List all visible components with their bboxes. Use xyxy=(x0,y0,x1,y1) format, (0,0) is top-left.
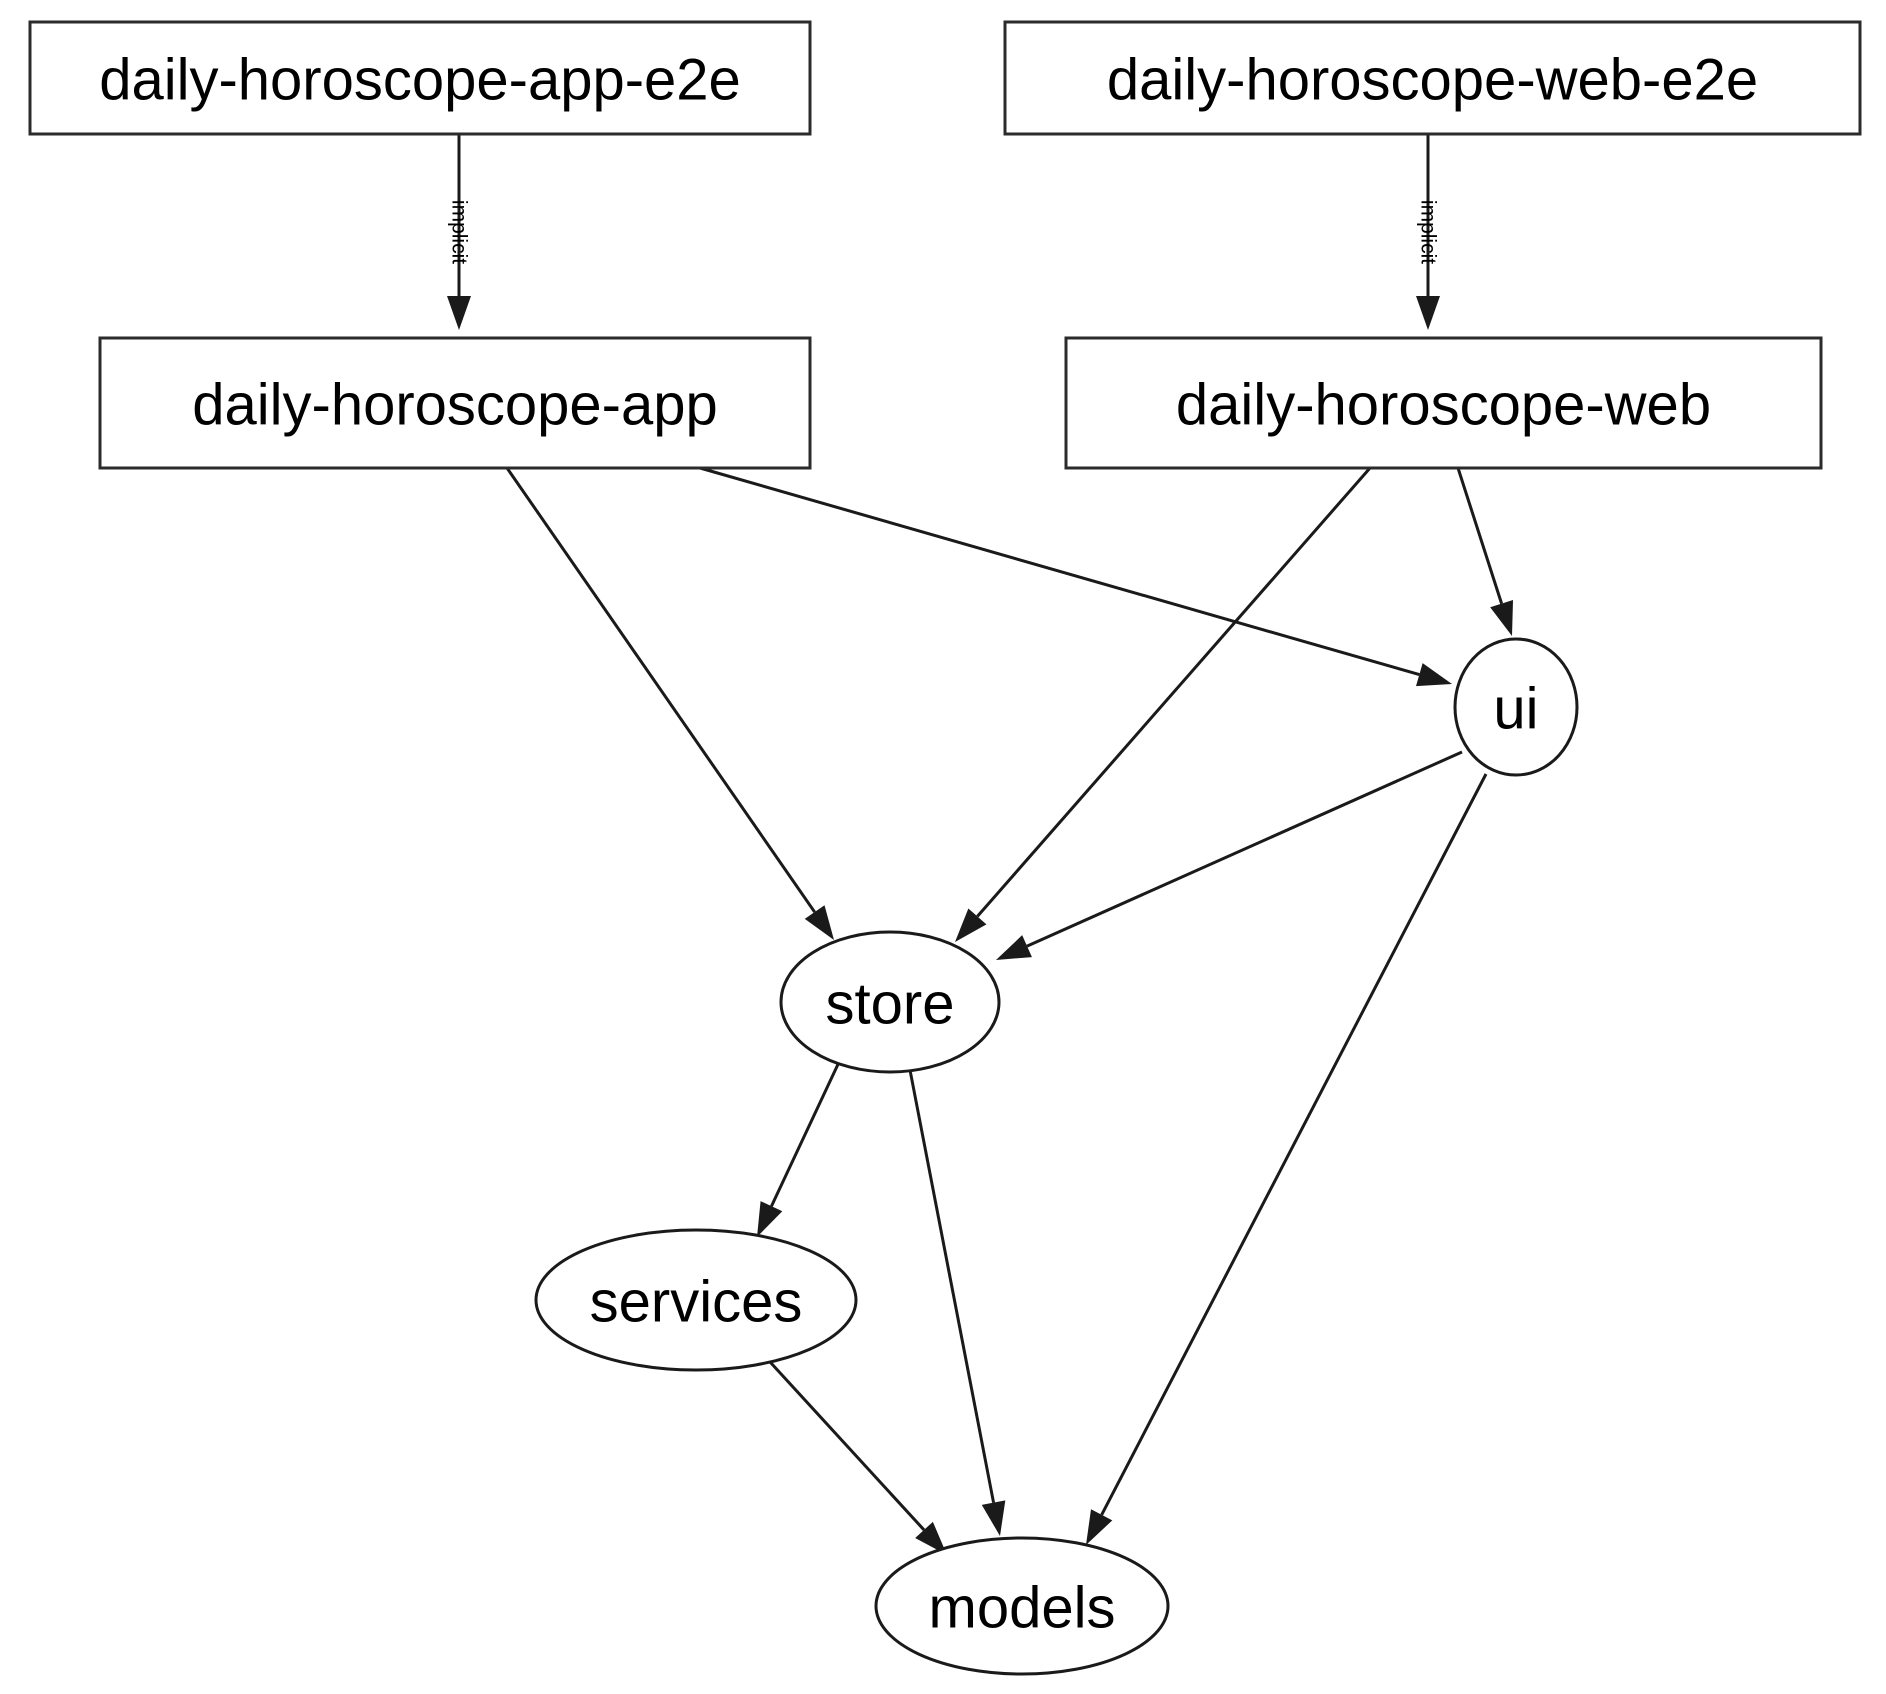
node-box-shape[interactable] xyxy=(28,20,812,136)
edge-arrowhead-icon xyxy=(1416,663,1452,687)
node-label: models xyxy=(929,1576,1116,1641)
node-label: daily-horoscope-web xyxy=(1176,373,1711,438)
graph-edge: implicit xyxy=(447,134,471,330)
node-ellipse-shape[interactable] xyxy=(1453,637,1579,777)
graph-edge xyxy=(699,466,1452,687)
graph-node-daily-horoscope-app[interactable]: daily-horoscope-app xyxy=(98,336,812,470)
node-label: ui xyxy=(1493,677,1538,742)
graph-node-daily-horoscope-app-e2e[interactable]: daily-horoscope-app-e2e xyxy=(28,20,812,136)
edge-label: implicit xyxy=(448,200,471,264)
edge-arrowhead-icon xyxy=(1086,1509,1113,1545)
graph-edge xyxy=(758,1349,947,1555)
edge-line xyxy=(976,467,1372,918)
graph-node-services[interactable]: services xyxy=(534,1228,858,1372)
node-label: store xyxy=(826,972,955,1037)
graph-node-ui[interactable]: ui xyxy=(1453,637,1579,777)
node-ellipse-shape[interactable] xyxy=(874,1536,1170,1676)
graph-edge xyxy=(908,1069,1006,1536)
edge-line xyxy=(505,467,816,913)
node-label: daily-horoscope-app xyxy=(192,373,718,438)
node-ellipse-shape[interactable] xyxy=(534,1228,858,1372)
edge-label: implicit xyxy=(1417,200,1440,264)
edge-arrowhead-icon xyxy=(1416,296,1440,330)
edge-arrowhead-icon xyxy=(955,908,987,942)
edge-arrowhead-icon xyxy=(447,296,471,330)
graph-edge xyxy=(505,467,834,940)
node-label: daily-horoscope-web-e2e xyxy=(1107,48,1758,113)
edge-arrowhead-icon xyxy=(1490,599,1514,636)
node-box-shape[interactable] xyxy=(1003,20,1862,136)
edge-line xyxy=(699,466,1420,677)
edge-line xyxy=(758,1349,926,1531)
node-label: daily-horoscope-app-e2e xyxy=(99,48,741,113)
node-box-shape[interactable] xyxy=(98,336,812,470)
graph-node-daily-horoscope-web[interactable]: daily-horoscope-web xyxy=(1064,336,1823,470)
edge-arrowhead-icon xyxy=(757,1201,783,1237)
edge-line xyxy=(1100,773,1488,1516)
edges-layer: implicit implicit xyxy=(447,134,1514,1555)
edge-arrowhead-icon xyxy=(996,935,1032,960)
graph-edge xyxy=(1456,467,1514,636)
nodes-layer: daily-horoscope-app-e2e daily-horoscope-w… xyxy=(28,20,1862,1676)
graph-edge xyxy=(1086,773,1488,1545)
graph-node-daily-horoscope-web-e2e[interactable]: daily-horoscope-web-e2e xyxy=(1003,20,1862,136)
node-box-shape[interactable] xyxy=(1064,336,1823,470)
graph-edge xyxy=(757,1059,842,1237)
edge-arrowhead-icon xyxy=(804,905,834,940)
edge-line xyxy=(770,1059,842,1207)
graph-node-models[interactable]: models xyxy=(874,1536,1170,1676)
edge-arrowhead-icon xyxy=(981,1500,1006,1536)
graph-edge: implicit xyxy=(1416,134,1440,330)
edge-arrowhead-icon xyxy=(915,1521,947,1555)
edge-line xyxy=(1456,467,1504,605)
node-ellipse-shape[interactable] xyxy=(779,930,1001,1074)
node-label: services xyxy=(590,1270,803,1335)
graph-edge xyxy=(955,467,1372,942)
graph-node-store[interactable]: store xyxy=(779,930,1001,1074)
graph-edge xyxy=(996,750,1463,960)
edge-line xyxy=(1026,750,1463,948)
edge-line xyxy=(908,1069,996,1503)
